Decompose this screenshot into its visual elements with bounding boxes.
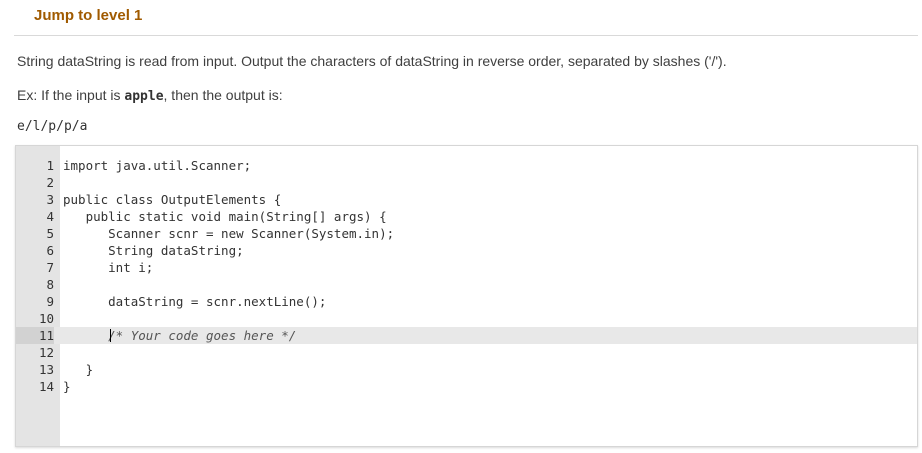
code-line[interactable]: 14} — [16, 378, 917, 395]
example-prefix: Ex: If the input is — [17, 87, 125, 103]
code-line[interactable]: 6 String dataString; — [16, 242, 917, 259]
code-line[interactable]: 9 dataString = scnr.nextLine(); — [16, 293, 917, 310]
header-divider — [14, 35, 918, 36]
code-text: } — [63, 362, 94, 377]
line-number: 14 — [38, 379, 54, 394]
line-number: 11 — [16, 327, 54, 344]
text-cursor — [110, 329, 111, 342]
code-line[interactable]: 8 — [16, 276, 917, 293]
line-number: 5 — [46, 226, 54, 241]
code-line[interactable]: 13 } — [16, 361, 917, 378]
example-text: Ex: If the input is apple, then the outp… — [17, 87, 283, 104]
line-number-gutter — [16, 146, 60, 446]
code-line[interactable]: 10 — [16, 310, 917, 327]
jump-to-level-link[interactable]: Jump to level 1 — [34, 7, 143, 24]
line-number: 13 — [38, 362, 54, 377]
line-number: 7 — [46, 260, 54, 275]
code-text: import java.util.Scanner; — [63, 158, 252, 173]
code-line[interactable]: 3 public class OutputElements { — [16, 191, 917, 208]
example-suffix: , then the output is: — [163, 87, 283, 103]
code-text: /* Your code goes here */ — [63, 328, 297, 343]
code-line[interactable]: 11 /* Your code goes here */ — [16, 327, 917, 344]
line-number: 2 — [46, 175, 54, 190]
code-line[interactable]: 7 int i; — [16, 259, 917, 276]
line-number: 3 — [46, 192, 54, 207]
line-number: 4 — [46, 209, 54, 224]
code-text: public class OutputElements { — [63, 192, 282, 207]
example-output: e/l/p/p/a — [17, 119, 88, 134]
line-number: 9 — [46, 294, 54, 309]
code-line[interactable]: 1 import java.util.Scanner; — [16, 157, 917, 174]
line-number: 1 — [46, 158, 54, 173]
line-number: 12 — [38, 345, 54, 360]
code-line[interactable]: 12 — [16, 344, 917, 361]
code-text: } — [63, 379, 71, 394]
code-text: public static void main(String[] args) { — [63, 209, 387, 224]
code-text: Scanner scnr = new Scanner(System.in); — [63, 226, 395, 241]
instruction-text: String dataString is read from input. Ou… — [17, 53, 727, 69]
example-input: apple — [124, 89, 164, 104]
line-number: 10 — [38, 311, 54, 326]
code-line[interactable]: 2 — [16, 174, 917, 191]
code-text: dataString = scnr.nextLine(); — [63, 294, 327, 309]
code-line[interactable]: 5 Scanner scnr = new Scanner(System.in); — [16, 225, 917, 242]
code-editor[interactable]: 1 import java.util.Scanner; 2 3 public class… — [15, 145, 918, 447]
line-number: 6 — [46, 243, 54, 258]
code-text: int i; — [63, 260, 154, 275]
code-text: String dataString; — [63, 243, 244, 258]
line-number: 8 — [46, 277, 54, 292]
code-line[interactable]: 4 public static void main(String[] args)… — [16, 208, 917, 225]
